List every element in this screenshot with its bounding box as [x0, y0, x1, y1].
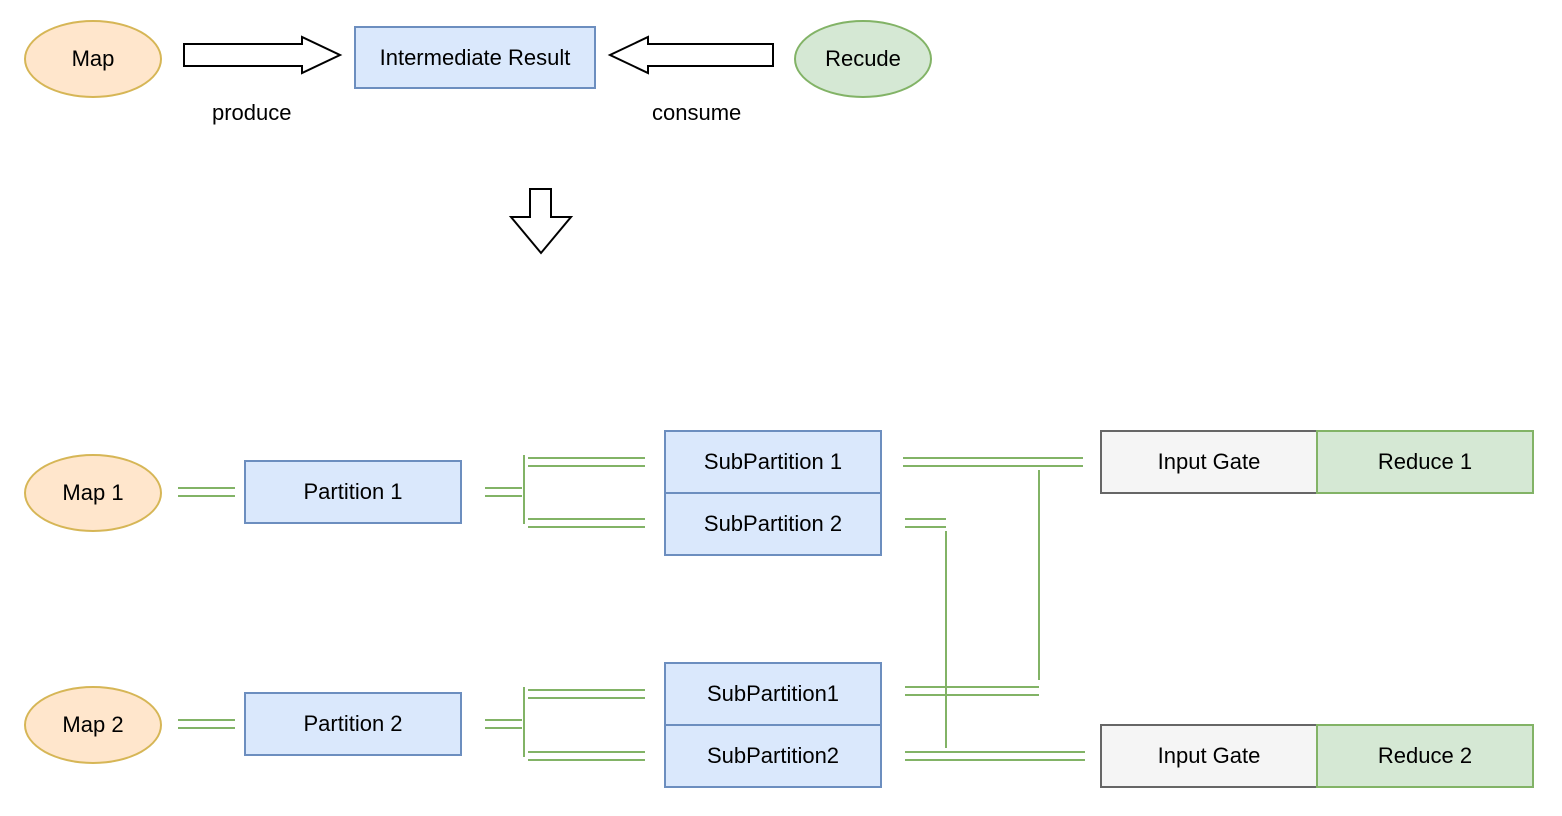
down-arrow	[508, 188, 574, 255]
input-gate2-box: Input Gate	[1100, 724, 1318, 788]
p2-subpartition1-label: SubPartition1	[706, 681, 840, 706]
map-node: Map	[24, 20, 162, 98]
map1-label: Map 1	[62, 480, 124, 505]
p1-subpartition2-label: SubPartition 2	[703, 511, 843, 536]
map-label: Map	[71, 46, 115, 71]
input-gate1-box: Input Gate	[1100, 430, 1318, 494]
consume-label: consume	[652, 100, 742, 125]
partition1-label: Partition 1	[303, 479, 403, 504]
produce-label: produce	[212, 100, 292, 125]
intermediate-result-label: Intermediate Result	[379, 44, 571, 70]
map2-node: Map 2	[24, 686, 162, 764]
intermediate-result-box: Intermediate Result	[354, 26, 596, 89]
reduce-label: Recude	[825, 46, 901, 71]
reduce1-label: Reduce 1	[1377, 449, 1473, 474]
p1-subpartition2-box: SubPartition 2	[664, 492, 882, 556]
p2-subpartition1-box: SubPartition1	[664, 662, 882, 726]
input-gate2-label: Input Gate	[1157, 743, 1261, 768]
partition1-box: Partition 1	[244, 460, 462, 524]
reduce1-box: Reduce 1	[1316, 430, 1534, 494]
p2-subpartition2-label: SubPartition2	[706, 743, 840, 768]
consume-arrow	[607, 35, 774, 75]
input-gate1-label: Input Gate	[1157, 449, 1261, 474]
map2-label: Map 2	[62, 712, 124, 737]
links	[178, 455, 1085, 761]
partition2-box: Partition 2	[244, 692, 462, 756]
p1-subpartition1-box: SubPartition 1	[664, 430, 882, 494]
partition2-label: Partition 2	[303, 711, 403, 736]
map1-node: Map 1	[24, 454, 162, 532]
reduce2-label: Reduce 2	[1377, 743, 1473, 768]
produce-arrow	[183, 35, 343, 75]
reduce2-box: Reduce 2	[1316, 724, 1534, 788]
reduce-node: Recude	[794, 20, 932, 98]
p2-subpartition2-box: SubPartition2	[664, 724, 882, 788]
p1-subpartition1-label: SubPartition 1	[703, 449, 843, 474]
